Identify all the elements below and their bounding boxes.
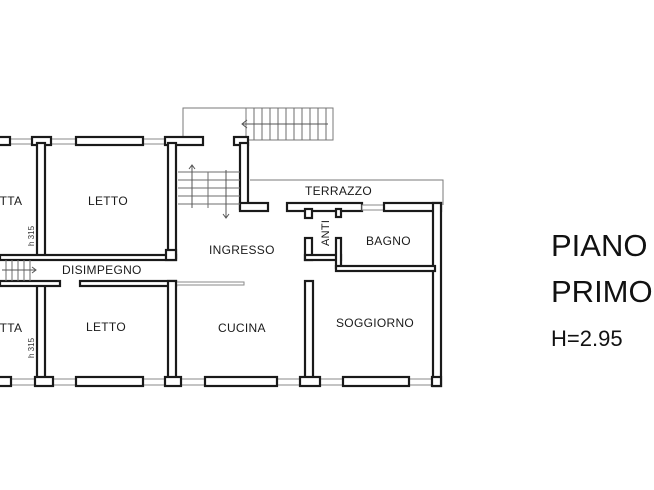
floor-title-line1: PIANO: [551, 228, 648, 263]
bottom-wall: [0, 375, 443, 388]
room-label-ingresso: INGRESSO: [209, 243, 275, 257]
external-stair: [241, 107, 334, 141]
room-label-soggiorno: SOGGIORNO: [336, 316, 414, 330]
room-label-soffitta-bottom: ITTA: [0, 321, 22, 335]
floor-title-line2: PRIMO: [551, 274, 653, 309]
room-label-bagno: BAGNO: [366, 234, 411, 248]
internal-stair: [178, 164, 240, 219]
room-label-terrazzo: TERRAZZO: [305, 184, 372, 198]
left-partition: [35, 141, 47, 383]
floor-height-label: H=2.95: [551, 326, 623, 351]
room-label-cucina: CUCINA: [218, 321, 266, 335]
stairwell: [166, 141, 270, 260]
room-label-letto-bottom: LETTO: [86, 320, 126, 334]
room-label-anti: ANTI: [320, 220, 332, 246]
room-label-letto-top: LETTO: [88, 194, 128, 208]
room-label-disimpegno: DISIMPEGNO: [62, 263, 142, 277]
height-note-top: h 315: [27, 225, 36, 246]
room-label-soffitta-top: ITTA: [0, 194, 22, 208]
height-note-bottom: h 315: [27, 337, 36, 358]
